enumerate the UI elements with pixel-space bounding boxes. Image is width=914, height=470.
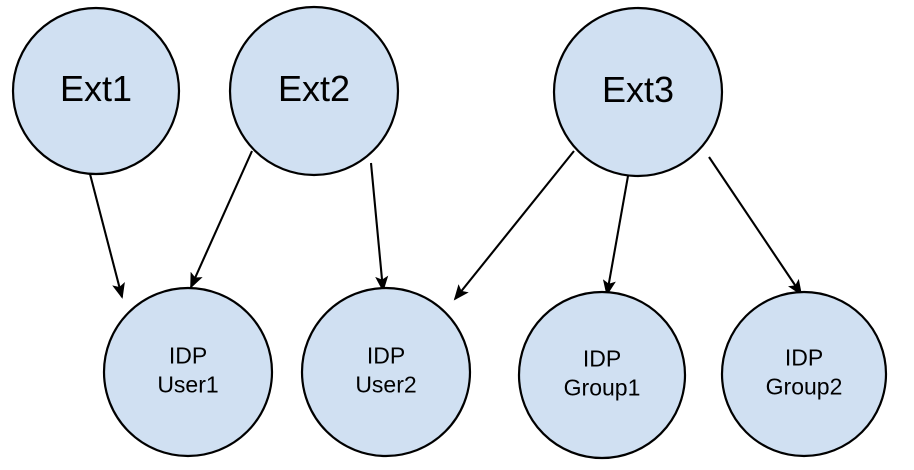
node-circle[interactable] — [517, 290, 687, 460]
node-label: IDP User2 — [355, 343, 416, 398]
node-idp_group2[interactable]: IDP Group2 — [720, 290, 888, 458]
node-label-line: Ext2 — [278, 68, 350, 109]
node-circle[interactable] — [228, 5, 400, 177]
node-idp_user1[interactable]: IDP User1 — [102, 286, 274, 458]
edge-ext3-to-idp_group2 — [708, 156, 803, 296]
node-label-line: IDP — [169, 343, 207, 369]
node-label-line: User2 — [355, 372, 416, 398]
node-label-line: Group2 — [766, 374, 843, 400]
node-circle[interactable] — [300, 286, 472, 458]
node-circle[interactable] — [11, 6, 181, 176]
node-label-line: User1 — [157, 372, 218, 398]
node-label: IDP Group1 — [564, 346, 641, 401]
node-ext1[interactable]: Ext1 — [11, 6, 181, 176]
edge-ext2-to-idp_user1 — [190, 150, 253, 289]
node-label: IDP User1 — [157, 343, 218, 398]
node-idp_group1[interactable]: IDP Group1 — [517, 290, 687, 460]
node-label-line: Group1 — [564, 375, 641, 401]
node-label: IDP Group2 — [766, 345, 843, 400]
node-label-line: IDP — [583, 346, 621, 372]
node-circle[interactable] — [102, 286, 274, 458]
edge-ext3-to-idp_user2 — [453, 150, 575, 301]
edge-ext1-to-idp_user1 — [88, 173, 125, 299]
node-ext2[interactable]: Ext2 — [228, 5, 400, 177]
node-circle[interactable] — [720, 290, 888, 458]
node-ext3[interactable]: Ext3 — [552, 6, 724, 178]
node-circle[interactable] — [552, 6, 724, 178]
node-label-line: IDP — [785, 345, 823, 371]
edge-ext3-to-idp_group1 — [602, 175, 630, 296]
edges-layer — [88, 150, 803, 301]
node-label-line: Ext3 — [602, 69, 674, 110]
edge-ext2-to-idp_user2 — [369, 162, 389, 292]
node-label: Ext1 — [60, 68, 132, 109]
node-label: Ext2 — [278, 68, 350, 109]
node-label-line: Ext1 — [60, 68, 132, 109]
node-idp_user2[interactable]: IDP User2 — [300, 286, 472, 458]
node-label-line: IDP — [367, 343, 405, 369]
node-label: Ext3 — [602, 69, 674, 110]
